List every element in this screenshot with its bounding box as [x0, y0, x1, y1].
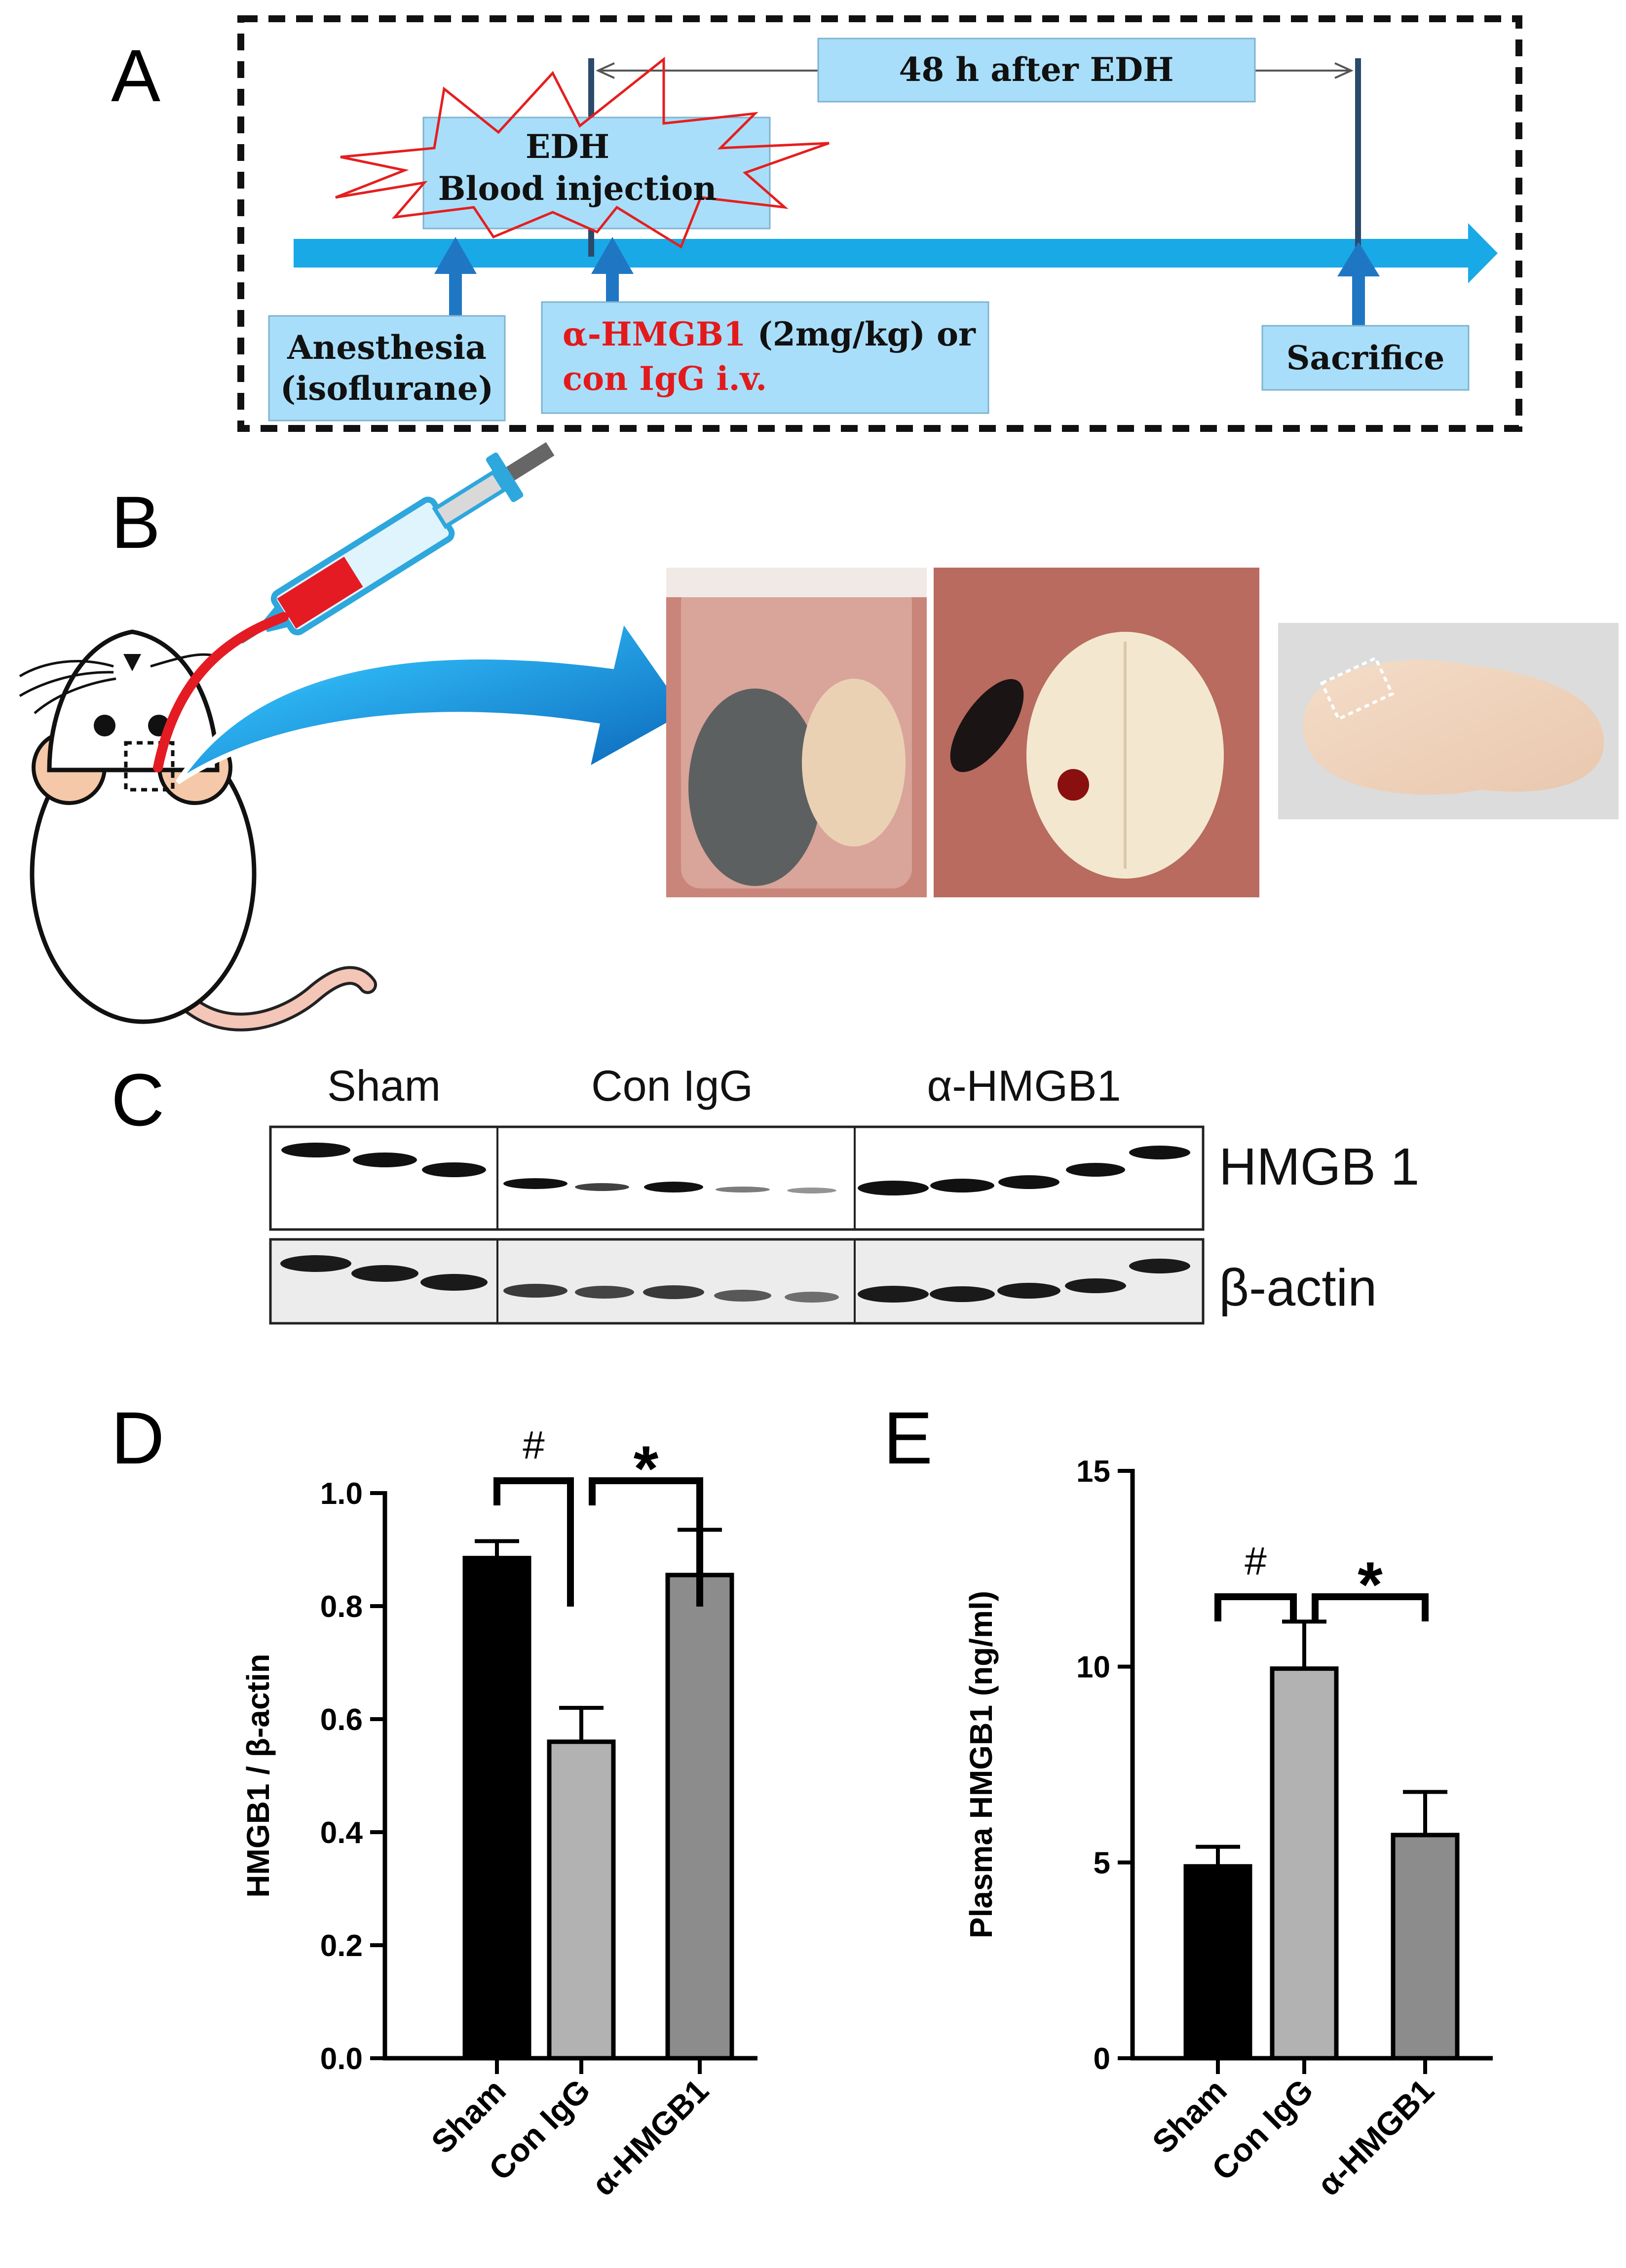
treatment-dose: (2mg/kg) or	[746, 315, 976, 353]
syringe-icon	[240, 442, 555, 644]
blood-tube	[153, 612, 289, 772]
panel-label-e: E	[883, 1396, 933, 1479]
panel-label-d: D	[111, 1396, 164, 1479]
panel-label-b: B	[111, 481, 160, 564]
significance-bracket	[1214, 1593, 1297, 1621]
significance-asterisk: *	[1358, 1548, 1383, 1620]
timeline-schematic: 48 h after EDH EDH Blood injection Anest…	[237, 15, 1522, 432]
panel-label-c: C	[111, 1058, 164, 1141]
y-axis-title: HMGB1 / β-actin	[240, 1653, 276, 1897]
interval-label-box	[817, 38, 1256, 103]
y-tick-label: 0.2	[320, 1929, 363, 1963]
y-tick-label: 1.0	[320, 1477, 363, 1511]
mouse-whiskers	[19, 653, 218, 714]
mouse-nose	[123, 654, 141, 671]
significance-bracket	[493, 1477, 574, 1607]
western-blot: Sham Con IgG α-HMGB1 HMGB 1	[269, 1061, 1419, 1325]
edh-burst	[335, 56, 830, 249]
edh-label-box	[422, 116, 771, 230]
lane-label-sham: Sham	[327, 1061, 441, 1110]
sacrifice-box	[1261, 325, 1470, 391]
mouse-head	[47, 629, 220, 772]
bar	[1391, 1833, 1460, 2061]
timeline-dashed-frame	[237, 15, 1522, 432]
exposed-brain-photo	[934, 568, 1259, 897]
y-tick-label: 0.4	[320, 1816, 363, 1850]
significance-bracket	[589, 1477, 703, 1607]
bar	[665, 1573, 734, 2061]
bar	[1270, 1666, 1339, 2061]
lane-label-con-igg: Con IgG	[591, 1061, 753, 1110]
significance-bracket	[1312, 1593, 1429, 1621]
bar	[462, 1556, 531, 2061]
timeline-arrow-head	[1468, 223, 1498, 283]
mouse-eye-left	[94, 715, 115, 736]
protein-label-hmgb1: HMGB 1	[1219, 1138, 1419, 1196]
injection-site-box	[124, 741, 175, 792]
panel-label-a: A	[111, 34, 160, 117]
sacrifice-label: Sacrifice	[1286, 339, 1445, 377]
y-tick-label: 15	[1076, 1455, 1110, 1489]
mouse-illustration	[19, 629, 377, 1032]
hmgb1-blot-frame	[269, 1125, 1205, 1231]
skull-hematoma-photo	[666, 568, 927, 897]
category-label: α-HMGB1	[585, 2072, 716, 2203]
anesthesia-line1: Anesthesia	[287, 328, 487, 367]
significance-hash: #	[523, 1423, 545, 1467]
y-tick-label: 0.6	[320, 1703, 363, 1737]
anesthesia-line2: (isoflurane)	[280, 369, 493, 408]
significance-asterisk: *	[634, 1432, 659, 1504]
treatment-line2: con IgG i.v.	[563, 359, 767, 398]
treatment-line1: α-HMGB1 (2mg/kg) or	[563, 315, 976, 353]
edh-label-line2: Blood injection	[438, 169, 717, 208]
treatment-drug: α-HMGB1	[563, 315, 746, 353]
anesthesia-marker	[434, 237, 477, 316]
y-tick-label: 10	[1076, 1651, 1110, 1685]
category-label: α-HMGB1	[1310, 2072, 1441, 2203]
bar	[547, 1739, 616, 2061]
brain-section-photo	[1278, 623, 1619, 819]
protein-label-actin: β-actin	[1219, 1259, 1377, 1317]
timeline-arrow-shaft	[294, 239, 1475, 268]
edh-label-line1: EDH	[526, 127, 609, 166]
sacrifice-marker	[1337, 242, 1380, 326]
anesthesia-box	[268, 315, 506, 422]
interval-label: 48 h after EDH	[899, 50, 1173, 89]
y-tick-label: 0	[1094, 2042, 1110, 2076]
actin-bands	[280, 1255, 1190, 1303]
y-axis-title: Plasma HMGB1 (ng/ml)	[963, 1591, 999, 1938]
significance-hash: #	[1245, 1539, 1267, 1583]
interval-arrow-right	[1334, 62, 1354, 79]
transfer-arrow	[175, 613, 692, 785]
treatment-box	[541, 301, 989, 414]
actin-blot-frame	[269, 1238, 1205, 1325]
hmgb1-bands	[281, 1143, 1190, 1195]
y-tick-label: 0.0	[320, 2042, 363, 2076]
lane-label-a-hmgb1: α-HMGB1	[927, 1061, 1121, 1110]
interval-arrow-left	[596, 62, 615, 79]
y-tick-label: 0.8	[320, 1590, 363, 1624]
y-tick-label: 5	[1094, 1846, 1110, 1880]
bar	[1183, 1864, 1252, 2061]
